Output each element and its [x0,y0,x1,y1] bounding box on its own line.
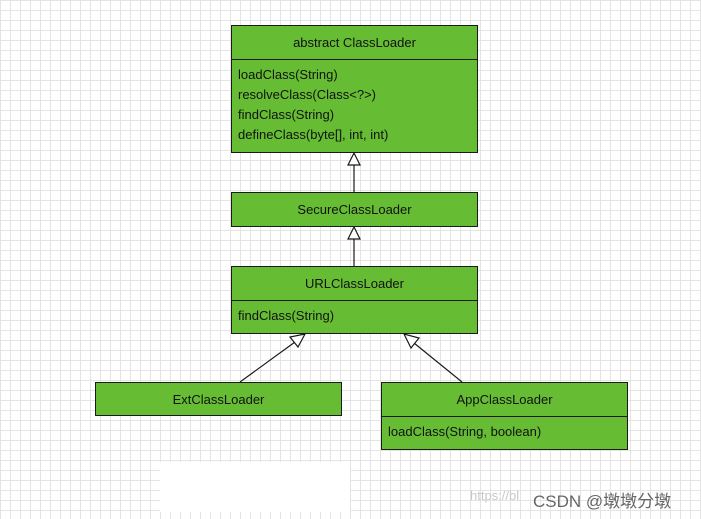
arrowhead-secure [347,225,361,240]
arrow-ext-to-url [239,341,296,383]
secureclassloader-class-name: SecureClassLoader [297,202,412,217]
blank-area [160,462,350,512]
classloader-methods: loadClass(String) resolveClass(Class<?>)… [232,60,477,145]
arrowhead-url-app [402,333,421,350]
appclassloader-class-name: AppClassLoader [382,383,627,417]
method-resolveclass: resolveClass(Class<?>) [238,87,376,102]
method-findclass: findClass(String) [238,308,335,323]
method-defineclass: defineClass(byte[], int, int) [238,127,389,142]
watermark-text: CSDN @墩墩分墩 [533,492,672,511]
appclassloader-class-box: AppClassLoader loadClass(String, boolean… [381,382,628,450]
urlclassloader-methods: findClass(String) [232,301,477,326]
watermark-url: https://bl [470,488,520,503]
method-findclass: findClass(String) [238,107,335,122]
appclassloader-methods: loadClass(String, boolean) [382,417,627,442]
classloader-class-name: abstract ClassLoader [232,26,477,60]
urlclassloader-class-box: URLClassLoader findClass(String) [231,266,478,334]
method-loadclass: loadClass(String) [238,67,338,82]
method-loadclass-boolean: loadClass(String, boolean) [388,424,542,439]
arrowhead-url-ext [288,333,307,349]
extclassloader-class-name: ExtClassLoader [172,391,265,407]
urlclassloader-class-name: URLClassLoader [232,267,477,301]
secureclassloader-class-box: SecureClassLoader [231,192,478,227]
extclassloader-class-box: ExtClassLoader [95,382,342,416]
classloader-class-box: abstract ClassLoader loadClass(String) r… [231,25,478,153]
arrowhead-classloader [347,151,361,166]
arrow-app-to-url [413,342,463,383]
